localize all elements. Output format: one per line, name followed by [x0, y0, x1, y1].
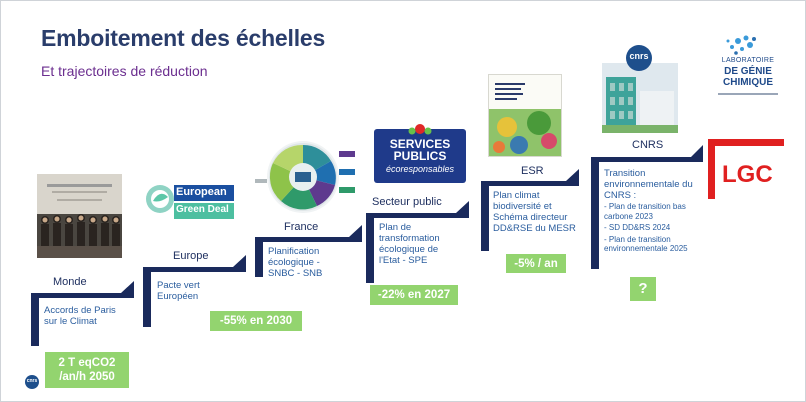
- lgc-laboratory-logo: LABORATOIRE DE GÉNIE CHIMIQUE: [708, 33, 788, 97]
- target-monde: 2 T eqCO2 /an/h 2050: [45, 352, 129, 388]
- eu-logo-line2: Green Deal: [176, 204, 229, 215]
- cnrs-desc-item-3: - Plan de transition environnementale 20…: [604, 234, 688, 254]
- step-france-shape: [255, 225, 362, 277]
- lab-logo-line2: DE GÉNIE: [724, 66, 772, 77]
- slide-title: Emboitement des échelles: [41, 25, 326, 51]
- cnrs-desc-item-2: - SD DD&RS 2024: [604, 223, 671, 232]
- step-monde-shape: [31, 281, 134, 346]
- services-publics-logo: SERVICES PUBLICS écoresponsables: [374, 121, 466, 183]
- lab-logo-line3: CHIMIQUE: [723, 77, 773, 88]
- corner-cnrs-text: cnrs: [26, 378, 38, 384]
- cnrs-building-image: cnrs: [602, 45, 678, 133]
- step-label-secteur-public: Secteur public: [372, 196, 442, 208]
- planification-ecologique-diagram: [251, 139, 359, 217]
- step-europe-shape: [143, 255, 246, 327]
- european-green-deal-logo: European Green Deal: [144, 173, 236, 227]
- step-desc-europe: Pacte vert Européen: [157, 280, 200, 302]
- corner-cnrs-logo: cnrs: [25, 375, 39, 389]
- step-secteur-shape: [366, 201, 469, 283]
- cnrs-desc-head: Transition environnementale du CNRS :: [604, 168, 693, 201]
- target-france: -55% en 2030: [210, 311, 302, 331]
- target-secteur-public: -22% en 2027: [370, 285, 458, 305]
- step-desc-secteur-public: Plan de transformation écologique de l'E…: [379, 222, 440, 266]
- step-label-europe: Europe: [173, 250, 209, 262]
- step-desc-france: Planification écologique - SNBC - SNB: [268, 246, 323, 279]
- step-desc-monde: Accords de Paris sur le Climat: [44, 305, 116, 327]
- lgc-label: LGC: [722, 161, 773, 188]
- step-desc-esr: Plan climat biodiversité et Schéma direc…: [493, 190, 576, 234]
- services-publics-line3: écoresponsables: [385, 164, 455, 174]
- cnrs-desc-item-1: - Plan de transition bas carbone 2023: [604, 202, 686, 221]
- services-publics-line1: SERVICES: [389, 137, 451, 151]
- target-esr: -5% / an: [506, 254, 566, 273]
- cnrs-logo-text: cnrs: [629, 51, 649, 61]
- step-esr-shape: [481, 169, 579, 251]
- eu-logo-line1: European: [176, 186, 227, 198]
- step-desc-cnrs: Transition environnementale du CNRS : - …: [604, 168, 694, 254]
- step-label-cnrs: CNRS: [632, 139, 664, 151]
- services-publics-line2: PUBLICS: [393, 149, 447, 163]
- lgc-bracket: [708, 139, 784, 199]
- step-cnrs-shape: [591, 145, 703, 269]
- paris-agreement-photo: [37, 174, 122, 258]
- step-label-france: France: [284, 221, 319, 233]
- step-label-esr: ESR: [521, 165, 544, 177]
- step-label-monde: Monde: [53, 276, 87, 288]
- esr-plan-cover: [488, 74, 562, 157]
- slide-subtitle: Et trajectoires de réduction: [41, 63, 208, 79]
- target-cnrs: ?: [630, 277, 656, 301]
- lab-logo-line1: LABORATOIRE: [721, 57, 775, 64]
